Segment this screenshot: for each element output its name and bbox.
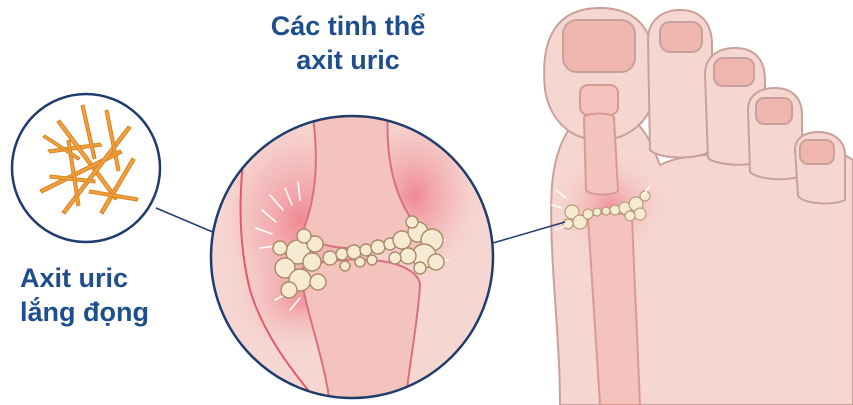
joint-magnified-icon	[210, 105, 493, 405]
needle-crystals-icon	[12, 94, 160, 242]
toe-3-nail	[714, 58, 754, 86]
uric-crystals-label: Các tinh thể axit uric	[248, 10, 448, 78]
uric-crystals-line-1: Các tinh thể	[248, 10, 448, 44]
uric-deposit-line-2: lắng đọng	[20, 296, 170, 330]
uric-crystals-line-2: axit uric	[248, 44, 448, 78]
foot-illustration	[544, 8, 853, 405]
big-toe-nail	[563, 20, 635, 72]
toe-2-nail	[660, 22, 702, 52]
phalanx-distal	[580, 85, 618, 115]
toe-5-nail	[800, 140, 834, 164]
uric-deposit-label: Axit uric lắng đọng	[20, 262, 170, 330]
uric-deposit-line-1: Axit uric	[20, 262, 170, 296]
phalanx-proximal	[584, 114, 618, 195]
toe-4-nail	[756, 98, 792, 124]
